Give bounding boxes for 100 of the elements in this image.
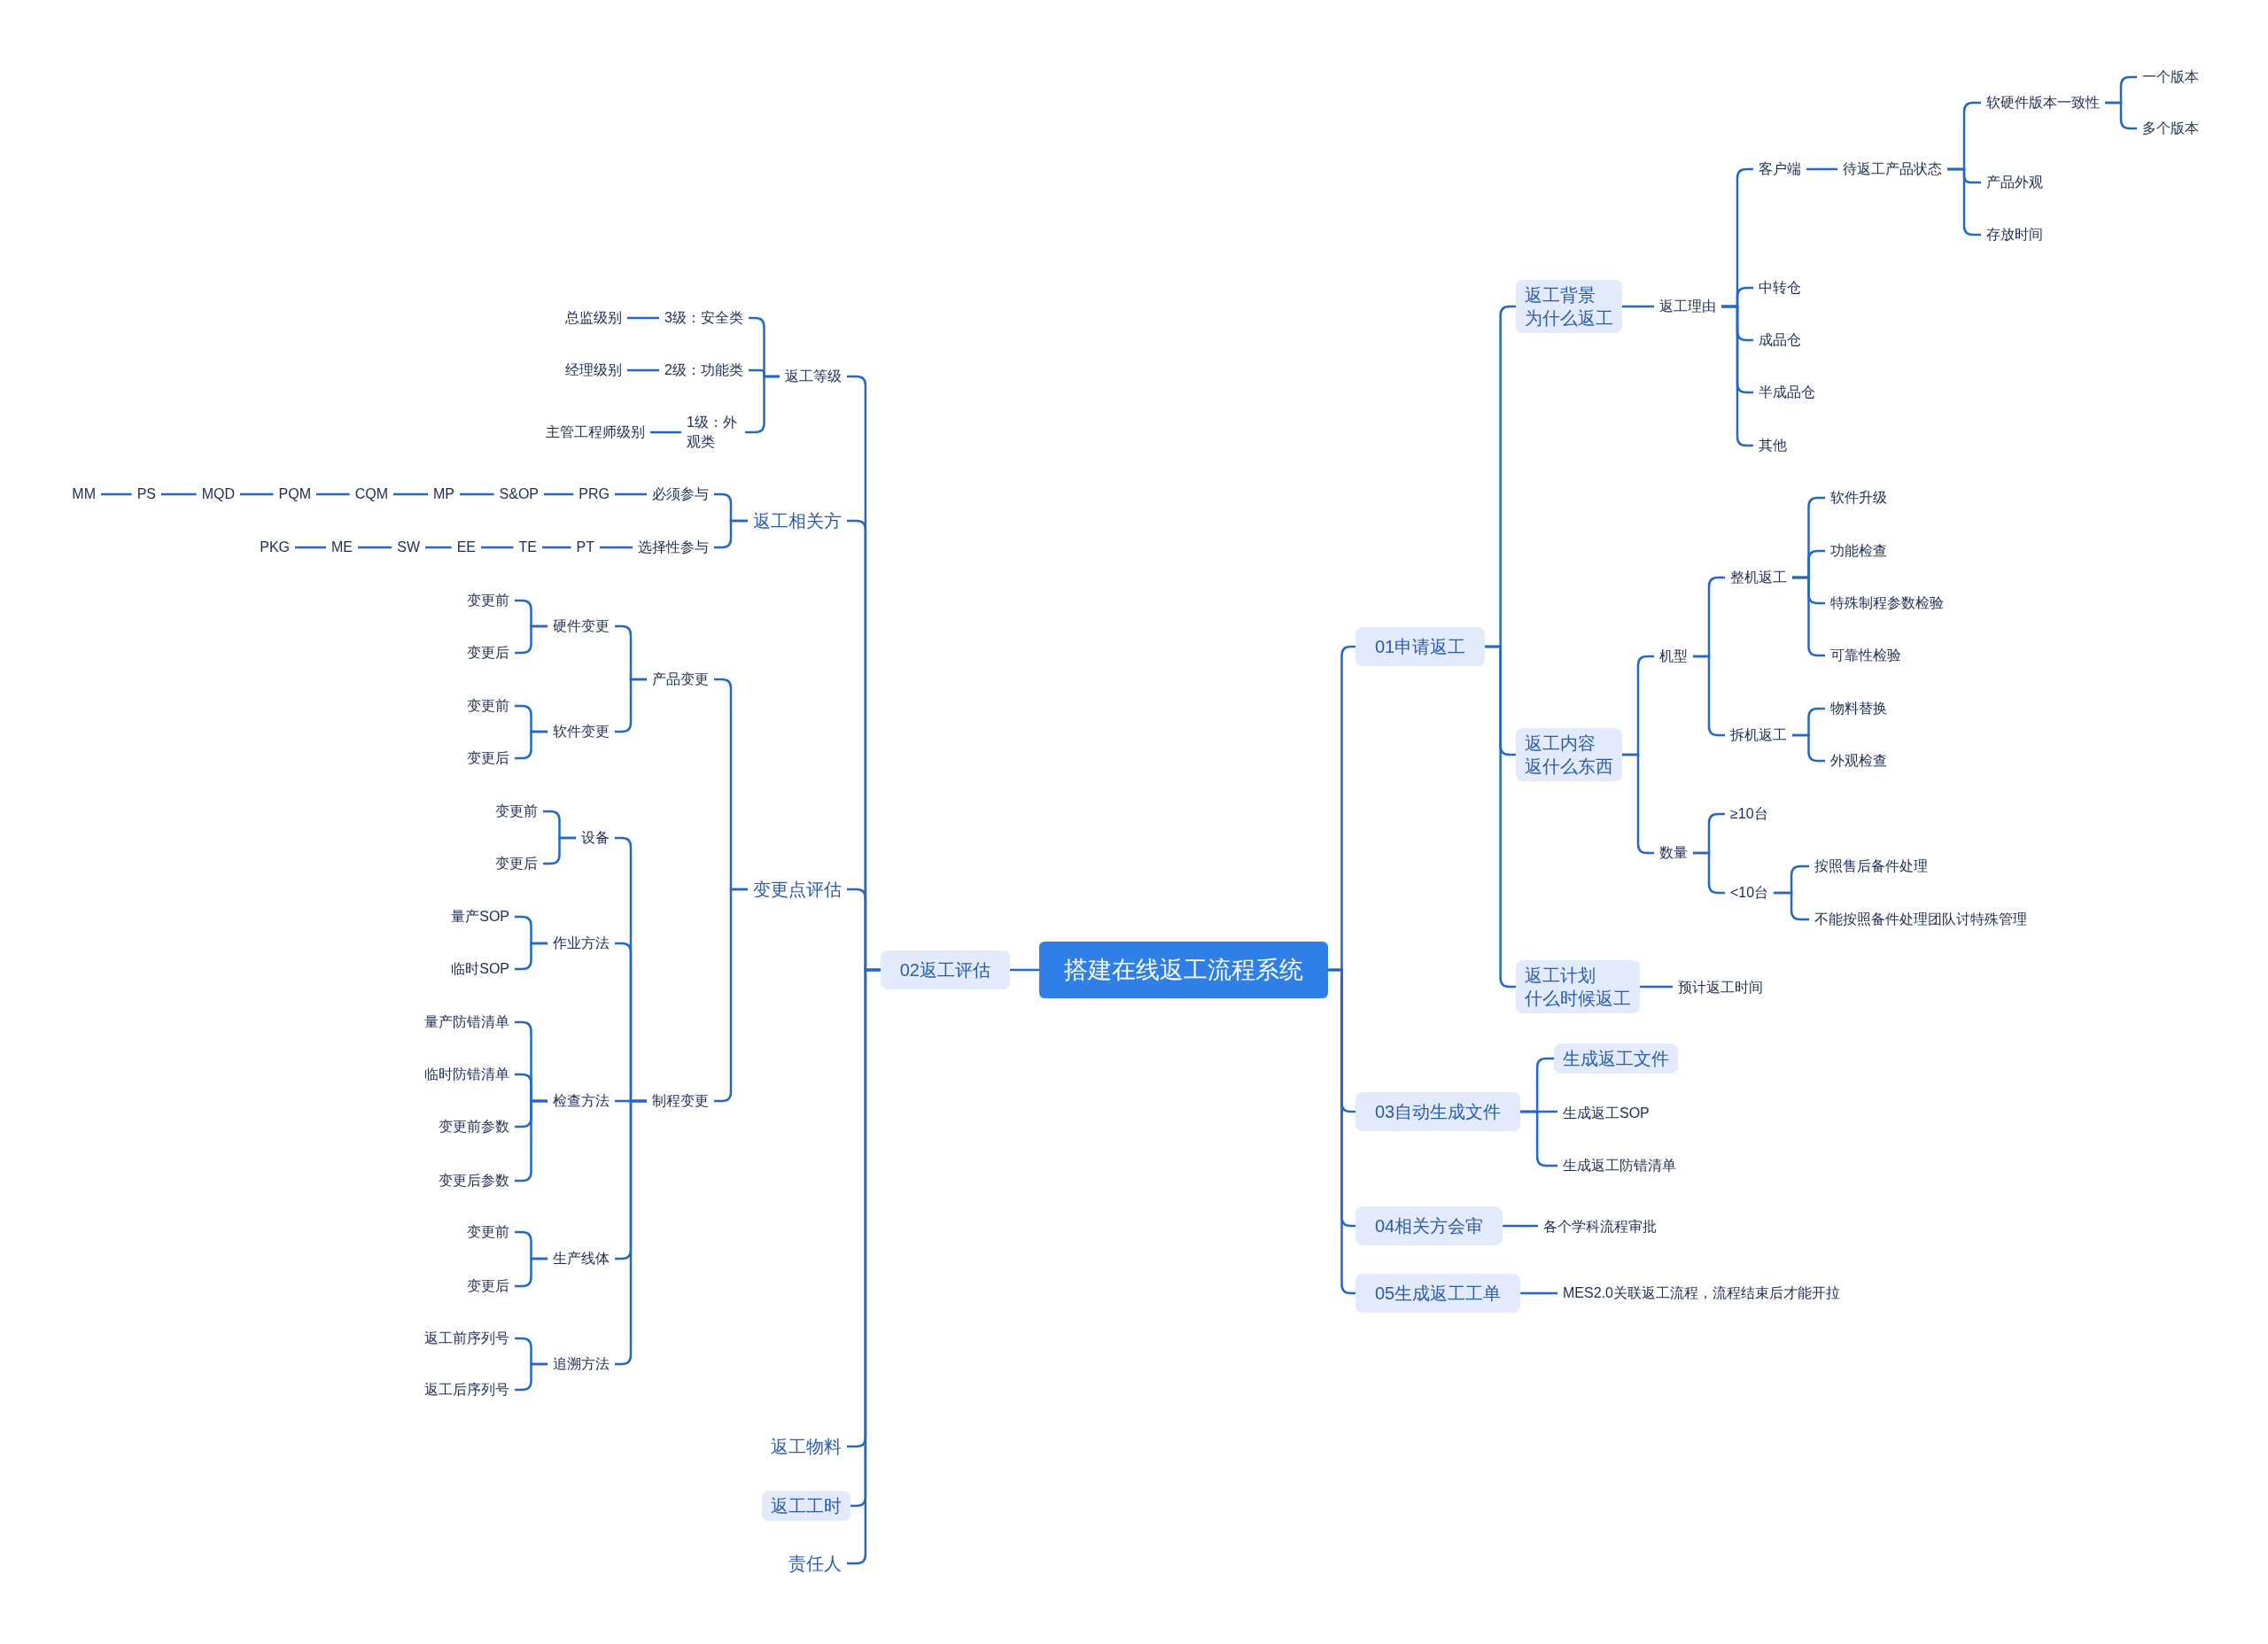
subtopic-text: 制程变更 <box>647 1090 714 1113</box>
subtopic-text: ≥10台 <box>1725 803 1774 826</box>
connector-line <box>1485 645 1516 989</box>
topic-box: 05生成返工工单 <box>1355 1274 1521 1313</box>
subtopic-text: 返工前序列号 <box>419 1327 515 1350</box>
subtopic-text: 存放时间 <box>1981 223 2048 246</box>
subtopic-text: TE <box>513 536 542 559</box>
connector-line <box>316 492 350 496</box>
subtopic-text: 返工理由 <box>1654 295 1721 318</box>
connector-line <box>161 492 197 496</box>
subtopic-text: 其他 <box>1753 434 1792 457</box>
connector-line <box>295 546 326 549</box>
subtopic-text: 必须参与 <box>647 483 714 506</box>
subtopic-text: 半成品仓 <box>1753 381 1821 404</box>
topic-text: 返工相关方 <box>748 508 847 534</box>
subtopic-text: MES2.0关联返工流程，流程结束后才能开拉 <box>1557 1282 1845 1305</box>
subtopic-text: 功能检查 <box>1825 539 1892 562</box>
subtopic-text: EE <box>451 536 481 559</box>
subtopic-text: 变更后 <box>462 641 515 664</box>
connector-line <box>101 492 132 496</box>
connector-line <box>1792 733 1825 763</box>
subtopic-text: 机型 <box>1654 645 1693 668</box>
subtopic-text: 外观检查 <box>1825 749 1892 772</box>
subtopic-text: 客户端 <box>1753 158 1806 181</box>
subtopic-text: 整机返工 <box>1725 566 1792 589</box>
subtopic-text: 多个版本 <box>2137 117 2204 140</box>
subtopic-text: 待返工产品状态 <box>1837 158 1947 181</box>
subtopic-text: 一个版本 <box>2137 66 2204 89</box>
subtopic-text: S&OP <box>493 483 544 506</box>
subtopic-text: 临时SOP <box>446 958 515 981</box>
subtopic-text: 产品外观 <box>1981 171 2048 194</box>
topic-box: 返工背景 为什么返工 <box>1516 280 1622 333</box>
connector-line <box>600 546 633 549</box>
topic-box: 返工计划 什么时候返工 <box>1516 960 1640 1013</box>
subtopic-text: 产品变更 <box>647 668 714 691</box>
subtopic-text: MM <box>66 483 101 506</box>
subtopic-text: 变更后 <box>462 747 515 770</box>
subtopic-text: 变更前 <box>462 694 515 717</box>
subtopic-text: 预计返工时间 <box>1673 976 1768 999</box>
connector-line <box>1774 891 1809 921</box>
subtopic-text: 临时防错清单 <box>419 1063 515 1086</box>
topic-box: 02返工评估 <box>880 950 1010 989</box>
subtopic-text: 1级：外观类 <box>681 411 745 454</box>
subtopic-text: 检查方法 <box>548 1090 615 1113</box>
connector-line <box>615 492 647 496</box>
subtopic-text: 变更后 <box>490 852 543 875</box>
subtopic-text: 作业方法 <box>548 932 615 955</box>
topic-text: 变更点评估 <box>748 876 847 903</box>
subtopic-text: 变更前参数 <box>433 1115 515 1138</box>
subtopic-text: 软件升级 <box>1825 486 1892 509</box>
subtopic-text: 2级：功能类 <box>659 359 749 382</box>
connector-line <box>1806 167 1837 171</box>
subtopic-text: 软硬件版本一致性 <box>1981 91 2105 114</box>
subtopic-text: 设备 <box>576 826 615 849</box>
subtopic-text: 变更前 <box>462 589 515 612</box>
topic-box: 01申请返工 <box>1355 627 1486 666</box>
subtopic-text: 返工后序列号 <box>419 1378 515 1401</box>
subtopic-text: 特殊制程参数检验 <box>1825 592 1949 615</box>
subtopic-text: 可靠性检验 <box>1825 644 1907 667</box>
subtopic-text: MQD <box>196 483 240 506</box>
connector-line <box>515 624 548 655</box>
connector-line <box>1622 305 1654 308</box>
subtopic-text: ME <box>326 536 358 559</box>
subtopic-text: PKG <box>254 536 295 559</box>
connector-line <box>358 546 392 549</box>
topic-box: 生成返工文件 <box>1554 1043 1678 1074</box>
connector-line <box>1520 1291 1557 1295</box>
subtopic-text: 追溯方法 <box>548 1353 615 1376</box>
connector-line <box>515 1362 548 1392</box>
subtopic-text: 成品仓 <box>1753 329 1806 352</box>
subtopic-text: SW <box>392 536 425 559</box>
subtopic-text: 3级：安全类 <box>659 306 749 330</box>
subtopic-text: 生成返工防错清单 <box>1557 1154 1682 1177</box>
subtopic-text: 数量 <box>1654 841 1693 865</box>
subtopic-text: PRG <box>573 483 615 506</box>
connector-line <box>650 430 681 434</box>
subtopic-text: 不能按照备件处理团队讨特殊管理 <box>1809 908 2032 931</box>
topic-box: 04相关方会审 <box>1355 1206 1503 1245</box>
subtopic-text: 拆机返工 <box>1725 724 1792 747</box>
connector-line <box>627 316 660 320</box>
subtopic-text: 按照售后备件处理 <box>1809 855 1933 878</box>
subtopic-text: 软件变更 <box>548 720 615 743</box>
subtopic-text: MP <box>428 483 460 506</box>
subtopic-text: 经理级别 <box>560 359 627 382</box>
connector-line <box>460 492 494 496</box>
connector-line <box>1503 1224 1538 1228</box>
topic-text: 责任人 <box>783 1550 847 1577</box>
connector-line <box>1640 985 1673 989</box>
subtopic-text: CQM <box>349 483 393 506</box>
central-topic-box: 搭建在线返工流程系统 <box>1039 942 1328 998</box>
connector-line <box>1622 753 1654 855</box>
connector-line <box>515 1257 548 1288</box>
connector-line <box>515 942 548 971</box>
connector-line <box>714 519 748 549</box>
subtopic-text: 物料替换 <box>1825 697 1892 720</box>
connector-line <box>240 492 274 496</box>
topic-box: 03自动生成文件 <box>1355 1092 1521 1131</box>
connector-line <box>393 492 428 496</box>
subtopic-text: 中转仓 <box>1753 276 1806 299</box>
subtopic-text: 各个学科流程审批 <box>1538 1215 1662 1238</box>
